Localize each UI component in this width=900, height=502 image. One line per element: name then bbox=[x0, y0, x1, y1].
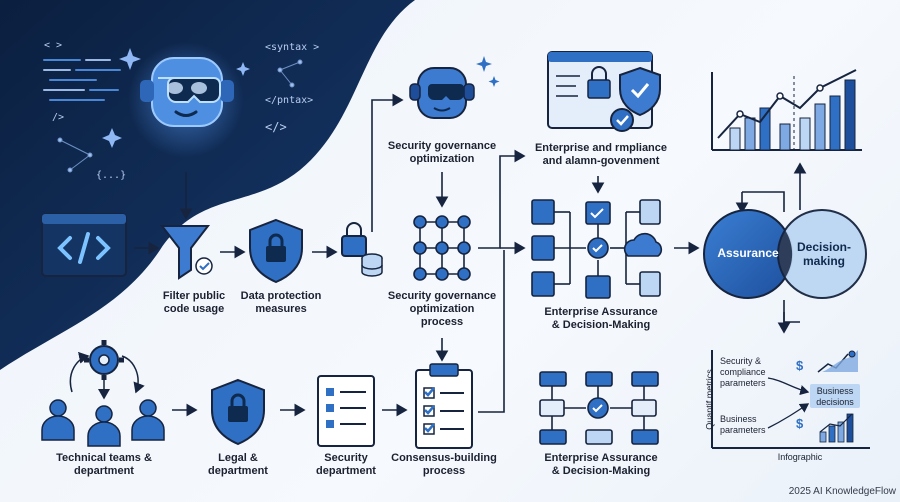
footer-credit: 2025 AI KnowledgeFlow bbox=[788, 486, 896, 497]
lock-database-icon bbox=[341, 222, 383, 277]
robot-head-icon bbox=[128, 42, 244, 158]
label-legal: Legal & department bbox=[208, 452, 268, 477]
label-data-protection: Data protection measures bbox=[240, 290, 322, 315]
compliance-window-icon bbox=[547, 51, 661, 132]
label-filter: Filter public code usage bbox=[162, 290, 226, 315]
dollar-icon-bottom: $ bbox=[796, 416, 804, 431]
infographic-security-params: Security & compliance parameters bbox=[720, 356, 766, 388]
label-consensus: Consensus-building process bbox=[391, 452, 497, 477]
infographic-axis-wrap: Quantif metrics bbox=[700, 360, 715, 440]
code-tag-syntax: <syntax > bbox=[265, 42, 320, 53]
infographic-business-params: Business parameters bbox=[720, 414, 766, 435]
enterprise-flow-icon bbox=[539, 371, 659, 445]
code-tag-braces: {...} bbox=[96, 170, 127, 181]
constellation bbox=[57, 59, 303, 173]
code-tag-close: </> bbox=[265, 120, 287, 134]
label-enterprise-assurance-mid: Enterprise Assurance & Decision-Making bbox=[544, 306, 658, 331]
label-security-department: Security department bbox=[316, 452, 376, 477]
code-tag-slash: /> bbox=[52, 112, 65, 123]
growth-chart-icon bbox=[711, 69, 862, 151]
shield-lock-icon bbox=[249, 218, 303, 284]
legal-shield-icon bbox=[211, 378, 265, 446]
team-people-icon bbox=[41, 399, 165, 447]
label-security-governance-process: Security governance optimization process bbox=[387, 290, 497, 328]
code-tag-pntax: </pntax> bbox=[265, 95, 314, 106]
clipboard-checklist-icon bbox=[415, 363, 473, 449]
label-security-governance-top: Security governance optimization bbox=[387, 140, 497, 165]
enterprise-network-icon bbox=[531, 199, 663, 299]
robot-head-small-icon bbox=[409, 67, 475, 119]
sparkle-small-icons bbox=[476, 56, 500, 87]
infographic-axis-label: Quantif metrics bbox=[704, 369, 715, 430]
code-window-icon bbox=[41, 213, 127, 277]
funnel-icon bbox=[159, 225, 213, 280]
security-checklist-icon bbox=[317, 375, 375, 447]
circle-assurance-label: Assurance bbox=[717, 246, 779, 260]
infographic-caption: Infographic bbox=[777, 452, 823, 462]
assurance-decision-circles bbox=[703, 209, 867, 299]
label-enterprise-compliance: Enterprise and rmpliance and alamn-goven… bbox=[534, 142, 668, 167]
circle-decision-label: Decision- making bbox=[796, 240, 851, 268]
label-technical-teams: Technical teams & department bbox=[56, 452, 152, 477]
infographic-chart bbox=[711, 350, 870, 449]
code-tag-open: < > bbox=[44, 40, 63, 51]
node-network-icon bbox=[413, 215, 471, 281]
sparkle-icons bbox=[102, 48, 250, 148]
dollar-icon-top: $ bbox=[796, 358, 804, 373]
code-lines bbox=[43, 59, 121, 101]
gear-icon bbox=[84, 340, 124, 380]
infographic-business-decisions: Business decisions bbox=[816, 386, 854, 407]
label-enterprise-assurance-bottom: Enterprise Assurance & Decision-Making bbox=[544, 452, 658, 477]
